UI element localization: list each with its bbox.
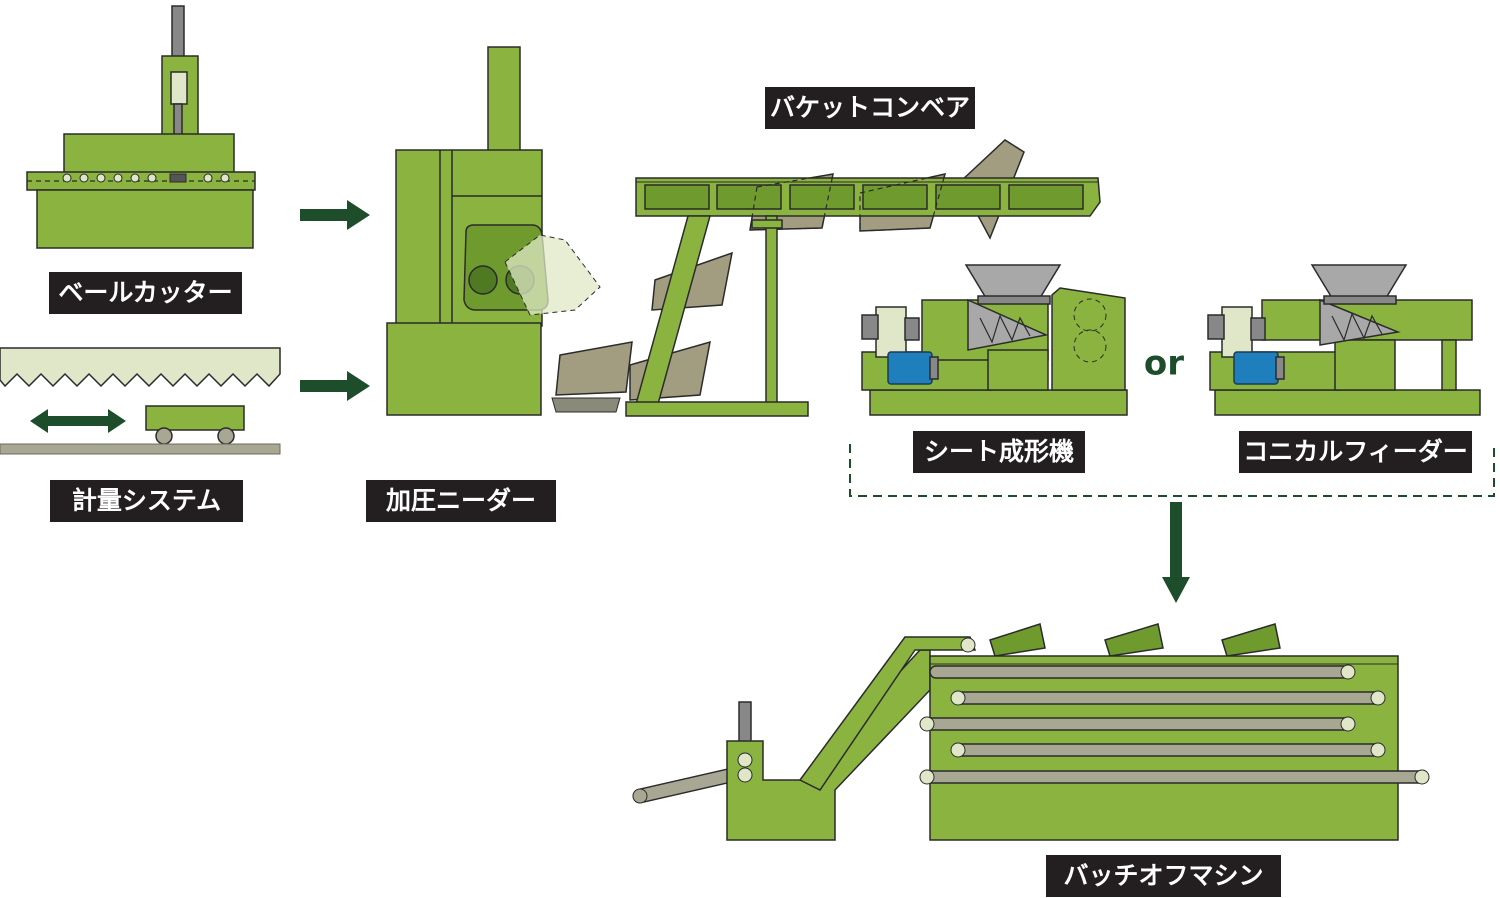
batch-off-machine [632,623,1430,841]
sheet-forming-machine [861,264,1128,416]
svg-text:コニカルフィーダー: コニカルフィーダー [1243,437,1468,466]
arrow-right-icon [300,200,370,230]
pressure-kneader-machine [386,46,601,416]
svg-text:バッチオフマシン: バッチオフマシン [1063,861,1263,890]
svg-text:計量システム: 計量システム [72,486,221,515]
label-batch-off-machine: バッチオフマシン [1046,855,1281,897]
svg-text:ベールカッター: ベールカッター [58,278,232,307]
label-bale-cutter: ベールカッター [49,272,242,314]
svg-text:バケットコンベア: バケットコンベア [770,93,970,122]
label-bucket-conveyor: バケットコンベア [765,87,975,129]
label-conical-feeder: コニカルフィーダー [1239,431,1472,473]
double-arrow-icon [30,409,126,433]
weighing-system-machine [0,347,281,455]
or-label: or [1144,344,1184,384]
svg-text:加圧ニーダー: 加圧ニーダー [385,486,536,515]
svg-text:シート成形機: シート成形機 [924,437,1074,466]
conical-feeder-machine [1207,264,1481,416]
label-weighing-system: 計量システム [50,480,243,522]
arrow-right-icon [300,371,370,401]
grouping-bracket [849,444,1495,497]
arrow-down-icon [1162,502,1190,603]
label-sheet-forming-machine: シート成形機 [913,431,1085,473]
bale-cutter-machine [26,5,256,249]
bucket-conveyor-machine [551,139,1101,417]
cutter-rollers [62,173,230,183]
cooling-rolls [919,664,1430,785]
label-pressure-kneader: 加圧ニーダー [366,480,556,522]
